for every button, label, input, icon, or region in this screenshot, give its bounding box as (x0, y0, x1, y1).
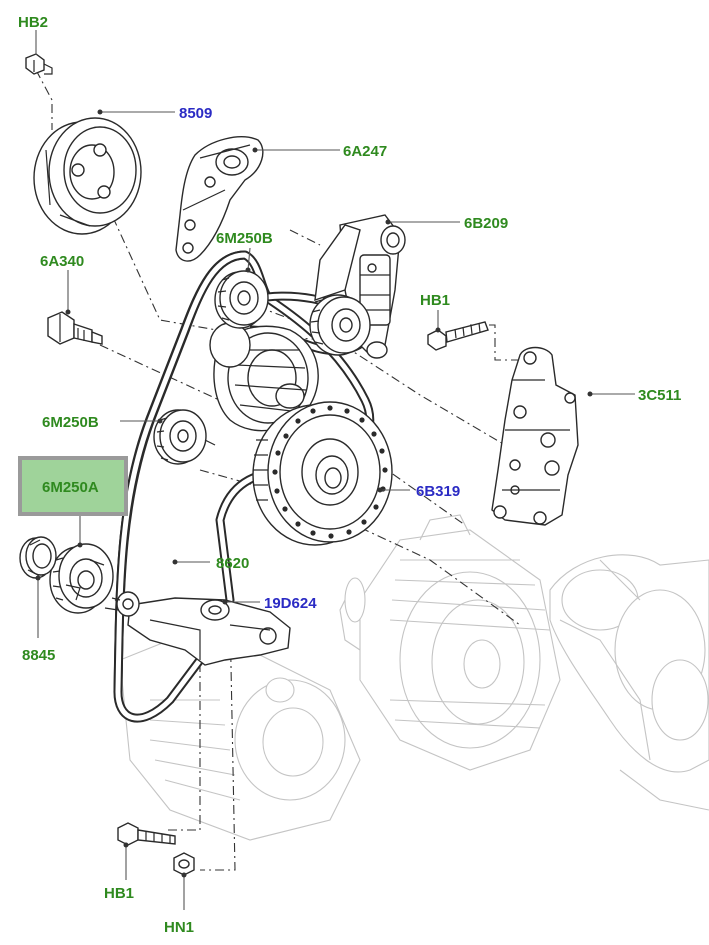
label-hb2[interactable]: HB2 (18, 14, 48, 31)
bracket-3c511 (491, 346, 579, 526)
label-hb1-bottom[interactable]: HB1 (104, 885, 134, 902)
label-6a247[interactable]: 6A247 (343, 143, 387, 160)
bolt-hb1-right (427, 321, 489, 351)
label-6b209[interactable]: 6B209 (464, 215, 508, 232)
label-hb1-right[interactable]: HB1 (420, 292, 450, 309)
nut-hn1 (173, 852, 195, 876)
label-hn1[interactable]: HN1 (164, 919, 194, 936)
pulley-8509 (33, 117, 142, 235)
label-6b319[interactable]: 6B319 (416, 483, 460, 500)
part-highlight-box (18, 456, 128, 516)
tensioner-pulley-6m250a (49, 543, 114, 614)
label-19d624[interactable]: 19D624 (264, 595, 317, 612)
idler-pulley-6m250b-top (214, 270, 269, 329)
label-6a340[interactable]: 6A340 (40, 253, 84, 270)
bolt-hb2-top (25, 53, 53, 75)
bolt-6a340 (47, 311, 103, 345)
label-6m250b-mid[interactable]: 6M250B (42, 414, 99, 431)
ghost-background-components (119, 514, 709, 841)
label-6m250a[interactable]: 6M250A (42, 479, 99, 496)
idler-pulley-6m250b-mid (153, 409, 216, 465)
part-labels: HB2 8509 6A247 6B209 6M250B 6A340 HB1 3C… (18, 14, 681, 936)
label-6m250b-top[interactable]: 6M250B (216, 230, 273, 247)
label-3c511[interactable]: 3C511 (638, 387, 681, 404)
ghost-crankshaft (549, 554, 709, 811)
idler-pulley-right (309, 294, 371, 356)
label-8509[interactable]: 8509 (179, 105, 212, 122)
dust-cap-8845 (19, 536, 57, 579)
water-pump (209, 322, 319, 432)
crank-pulley-6b319 (252, 401, 393, 546)
ghost-lower-bracket (119, 627, 361, 841)
bolt-hb1-bottom (117, 822, 176, 846)
ghost-alternator (339, 514, 561, 771)
label-8620[interactable]: 8620 (216, 555, 249, 572)
bracket-6a247 (175, 136, 264, 262)
label-8845[interactable]: 8845 (22, 647, 55, 664)
leader-lines (35, 30, 635, 910)
bracket-19d624 (104, 591, 291, 666)
